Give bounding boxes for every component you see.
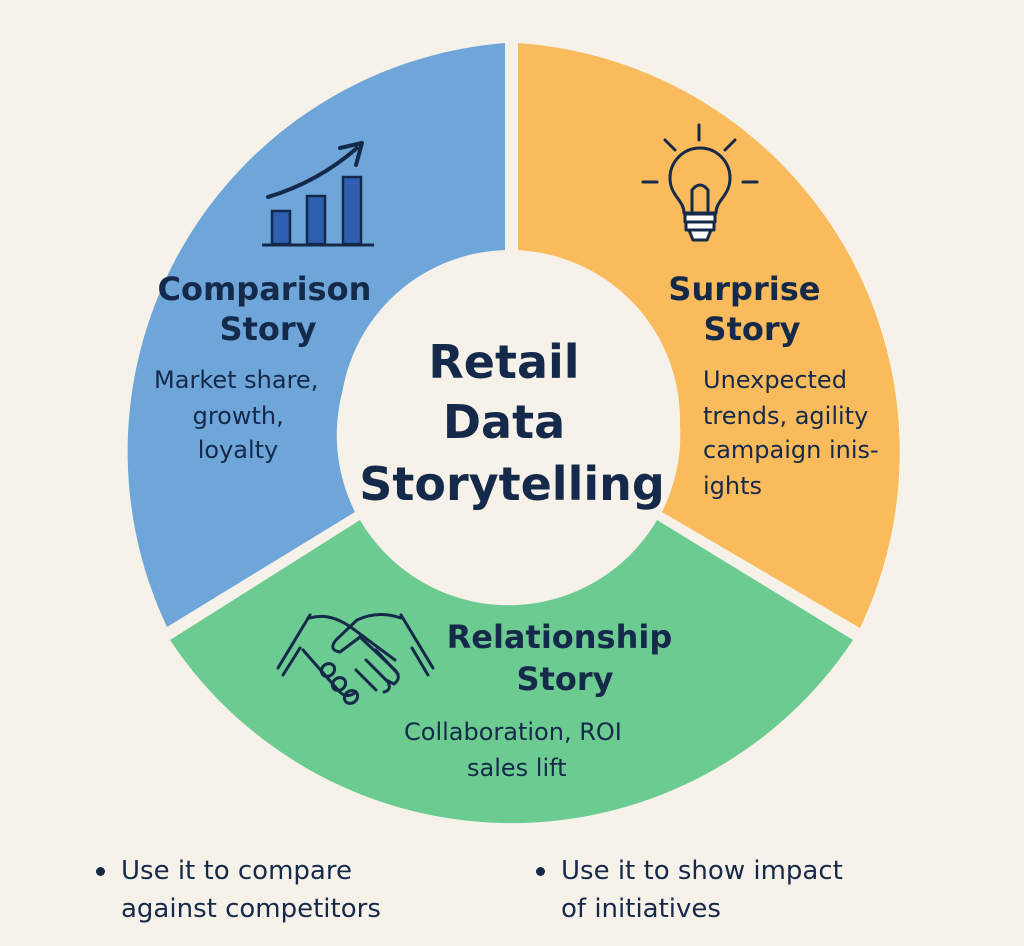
bar-chart-growth-icon [262, 141, 374, 247]
surprise-description-line: ights [703, 472, 762, 500]
center-title-line: Retail [428, 335, 579, 389]
lightbulb-icon [641, 123, 759, 242]
comparison-description-line: growth, [193, 402, 284, 430]
bullet-text: Use it to compare against competitors [121, 852, 381, 928]
bullet-item: Use it to show impact of initiatives [536, 852, 936, 928]
bullet-line: of initiatives [561, 894, 721, 924]
bullet-line: against competitors [121, 894, 381, 924]
relationship-description-line: Collaboration, ROI [404, 718, 622, 746]
comparison-title-line: Comparison [157, 270, 371, 308]
comparison-segment [127, 43, 505, 627]
surprise-description-line: trends, agility [703, 402, 868, 430]
relationship-title-line: Relationship [447, 618, 673, 656]
comparison-title: Comparison Story [157, 270, 382, 348]
center-title-line: Data [443, 395, 565, 449]
comparison-description-line: Market share, [154, 366, 318, 394]
handshake-icon [276, 613, 435, 705]
relationship-description: Collaboration, ROI sales lift [404, 718, 630, 782]
surprise-title-line: Surprise [668, 270, 820, 308]
center-title: Retail Data Storytelling [359, 335, 665, 511]
bullet-dot [96, 867, 105, 876]
story-wheel-diagram: Retail Data Storytelling Comparison Stor… [127, 43, 900, 824]
center-circle [340, 250, 680, 590]
comparison-description: Market share, growth, loyalty [154, 366, 326, 464]
bullet-text: Use it to show impact of initiatives [561, 852, 843, 928]
bullet-item: Use it to compare against competitors [96, 852, 456, 928]
center-title-line: Storytelling [359, 457, 665, 511]
surprise-description-line: Unexpected [703, 366, 847, 394]
surprise-title-line: Story [704, 310, 801, 348]
bullet-line: Use it to compare [121, 856, 352, 886]
surprise-title: Surprise Story [668, 270, 831, 348]
surprise-description-line: campaign inis- [703, 436, 879, 464]
comparison-usage-note: Use it to compare against competitors [96, 852, 456, 928]
relationship-title: Relationship Story [447, 618, 684, 698]
comparison-description-line: loyalty [198, 436, 279, 464]
comparison-title-line: Story [220, 310, 317, 348]
relationship-title-line: Story [517, 660, 614, 698]
bullet-line: Use it to show impact [561, 856, 843, 886]
relationship-segment [170, 520, 853, 824]
surprise-description: Unexpected trends, agility campaign inis… [703, 366, 886, 500]
relationship-description-line: sales lift [467, 754, 567, 782]
bullet-dot [536, 867, 545, 876]
surprise-segment [518, 43, 900, 628]
relationship-usage-note: Use it to show impact of initiatives [536, 852, 936, 928]
